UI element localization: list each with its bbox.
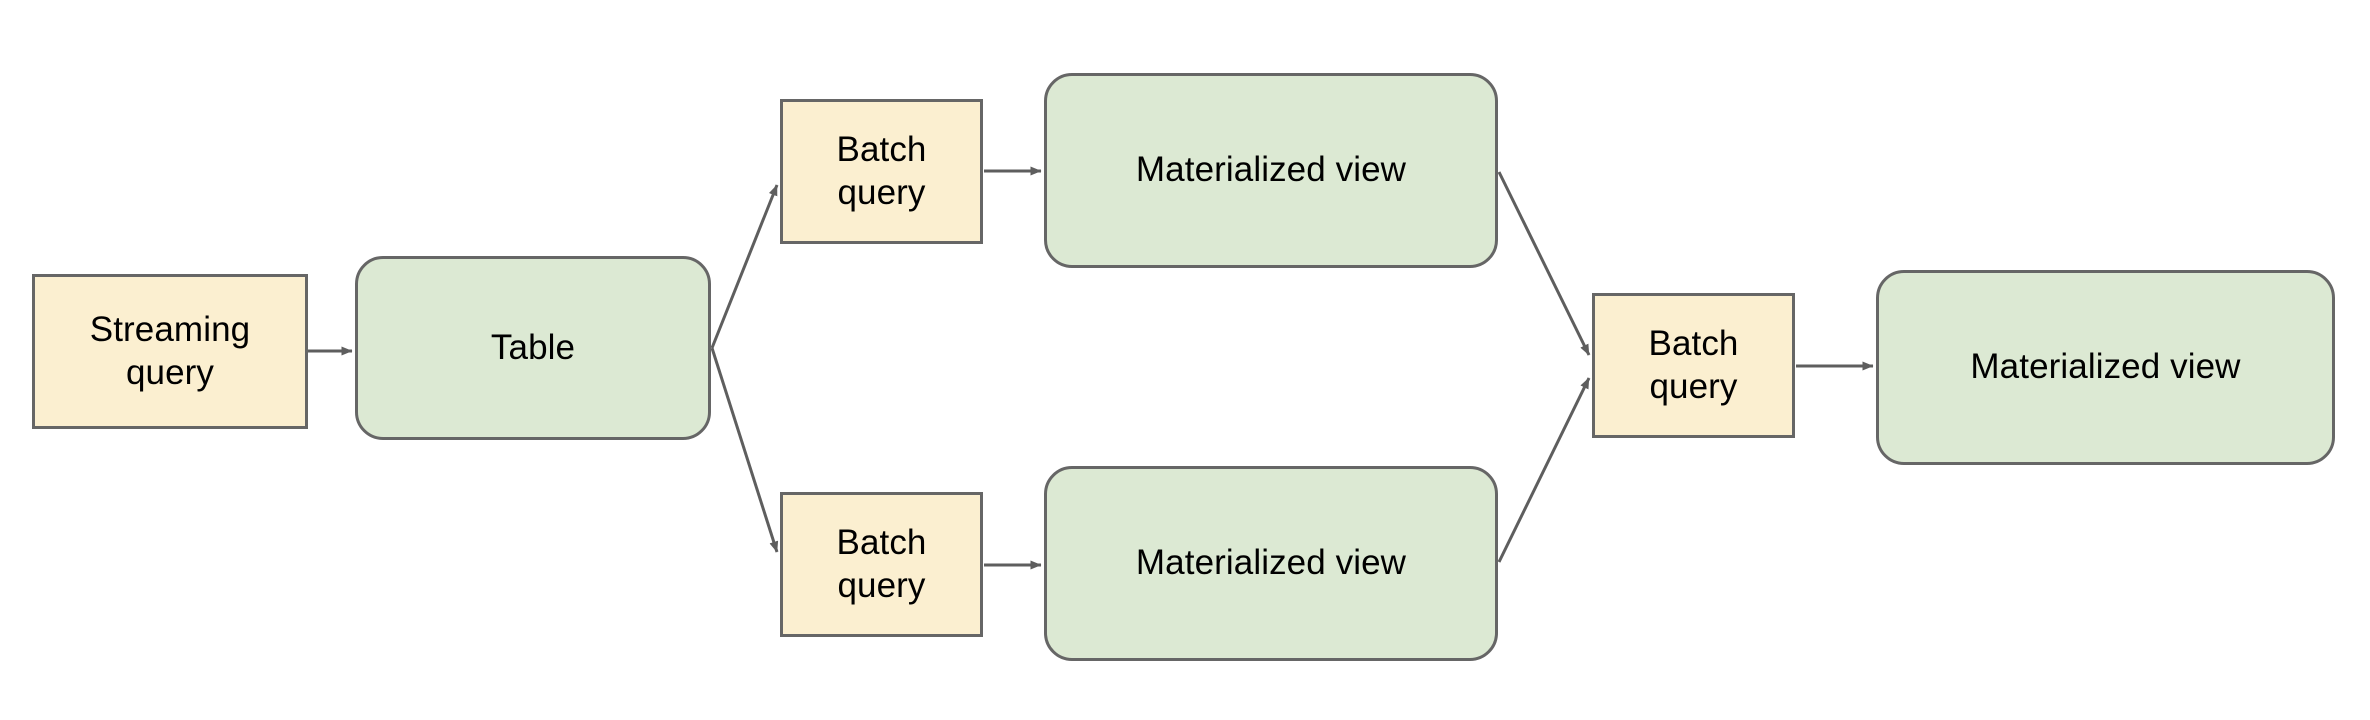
- node-label-batch-query-bottom: Batch query: [836, 522, 927, 605]
- node-label-streaming-query: Streaming query: [89, 309, 251, 392]
- node-label-batch-query-top: Batch query: [836, 129, 927, 212]
- edge-mv-top-to-batch-merge: [1497, 171, 1591, 356]
- node-label-materialized-view-final: Materialized view: [1970, 347, 2241, 387]
- edge-table-to-batch-top: [710, 184, 779, 349]
- edge-table-to-batch-bottom: [710, 347, 779, 553]
- node-materialized-view-bottom[interactable]: Materialized view: [1044, 466, 1498, 661]
- node-label-table: Table: [490, 327, 576, 367]
- node-label-materialized-view-bottom: Materialized view: [1135, 543, 1407, 583]
- node-materialized-view-final[interactable]: Materialized view: [1876, 270, 2335, 465]
- node-batch-query-top[interactable]: Batch query: [780, 99, 983, 244]
- node-materialized-view-top[interactable]: Materialized view: [1044, 73, 1498, 268]
- node-streaming-query[interactable]: Streaming query: [32, 274, 308, 429]
- node-batch-query-merge[interactable]: Batch query: [1592, 293, 1795, 438]
- node-label-materialized-view-top: Materialized view: [1135, 150, 1407, 190]
- node-label-batch-query-merge: Batch query: [1648, 323, 1739, 406]
- node-table[interactable]: Table: [355, 256, 711, 440]
- node-batch-query-bottom[interactable]: Batch query: [780, 492, 983, 637]
- edge-mv-bottom-to-batch-merge: [1497, 377, 1591, 563]
